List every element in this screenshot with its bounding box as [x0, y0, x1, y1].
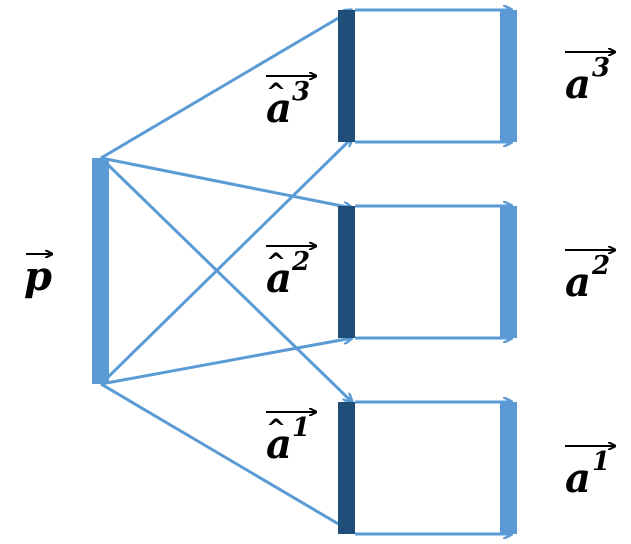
a1-hat-sup: 1 — [292, 413, 310, 443]
arrow-p-top-to-a2-top — [100, 156, 352, 208]
a3-hat-bar — [338, 10, 355, 142]
a3-hat-base: a — [266, 85, 292, 132]
label-a2-hat: ^ a 2 — [266, 246, 316, 302]
a2-hat-bar — [338, 206, 355, 338]
hat-3: ^ — [266, 78, 286, 106]
a3-out-base: a — [565, 61, 591, 108]
arrow-p-bottom-to-a3-bottom — [99, 138, 352, 386]
arrow-p-top-to-a1-bottom — [99, 156, 352, 402]
hat-1: ^ — [266, 414, 286, 442]
a2-out-sup: 2 — [591, 251, 610, 281]
a2-hat-base: a — [266, 255, 292, 302]
a2-out-bar — [500, 206, 517, 338]
box-a3 — [338, 10, 517, 142]
a3-out-sup: 3 — [592, 53, 610, 83]
a2-out-base: a — [565, 259, 591, 306]
a3-out-bar — [500, 10, 517, 142]
a1-hat-bar — [338, 402, 355, 534]
a1-hat-base: a — [266, 421, 292, 468]
label-a3-out: a 3 — [565, 52, 615, 108]
a1-out-base: a — [565, 455, 591, 502]
label-a1-hat: ^ a 1 — [266, 412, 316, 468]
label-a1-out: a 1 — [565, 446, 615, 502]
hat-2: ^ — [266, 248, 286, 276]
arrow-p-bottom-to-a1-bottom-edge — [100, 382, 352, 532]
a1-out-bar — [500, 402, 517, 534]
a2-hat-sup: 2 — [291, 247, 310, 277]
label-p: p — [24, 253, 52, 300]
label-a3-hat: ^ a 3 — [266, 76, 316, 132]
arrow-p-top-to-a3-top — [100, 10, 352, 160]
p-text: p — [24, 253, 52, 300]
a3-hat-sup: 3 — [292, 77, 310, 107]
box-a2 — [338, 206, 517, 338]
arrow-p-bottom-to-a2-bottom — [100, 338, 352, 386]
box-a1 — [338, 402, 517, 534]
p-bar — [92, 158, 109, 384]
connection-arrows — [99, 10, 352, 532]
label-a2-out: a 2 — [565, 250, 615, 306]
a1-out-sup: 1 — [592, 447, 610, 477]
